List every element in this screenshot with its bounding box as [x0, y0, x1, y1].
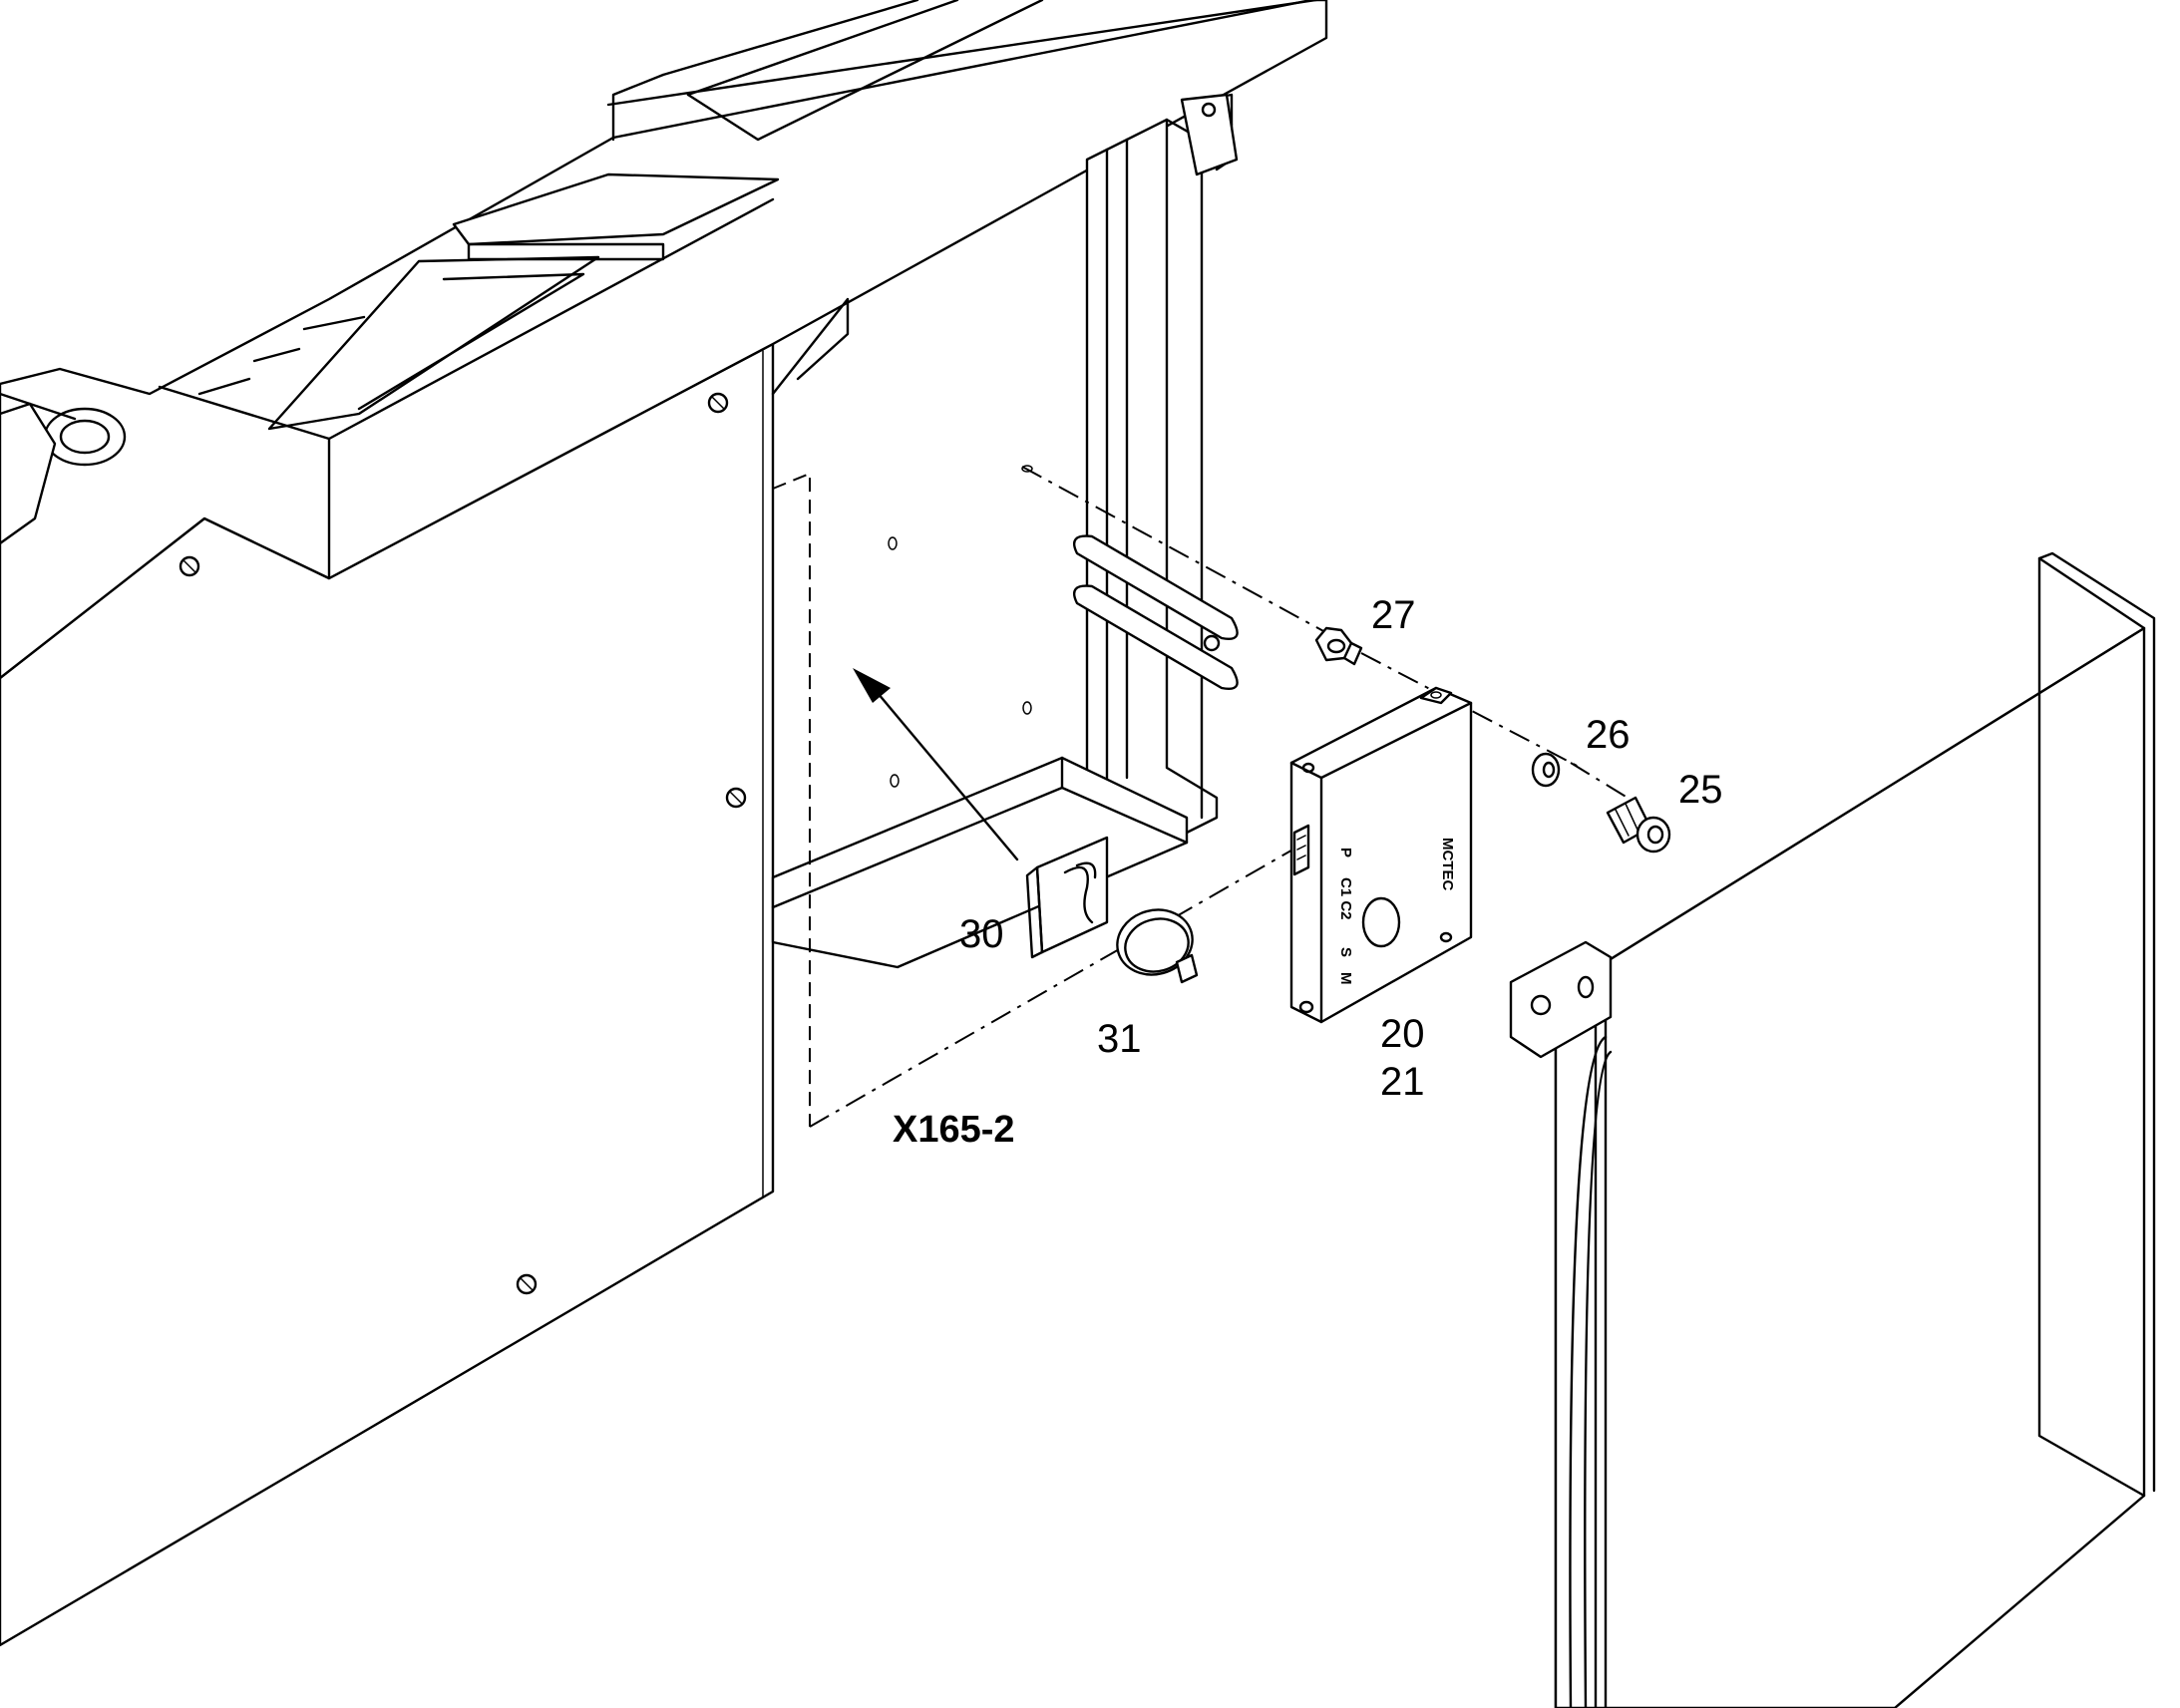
callout-20: 20 [1380, 1012, 1425, 1056]
screw-icon [516, 1273, 538, 1295]
mounting-holes [888, 536, 1032, 788]
screw-icon [725, 787, 747, 809]
direction-arrow-icon [853, 668, 1019, 861]
hidden-panel-outline [772, 472, 811, 1127]
callout-31: 31 [1097, 1017, 1142, 1061]
clip-part-30 [1025, 836, 1109, 959]
top-frame [0, 0, 1328, 680]
bolt-part-25 [1606, 796, 1671, 854]
module-brand-label: MCTEC [1439, 838, 1456, 890]
screw-icon [707, 392, 729, 414]
callout-27: 27 [1371, 593, 1416, 637]
module-label-c1c2: C1 C2 [1337, 877, 1354, 920]
callout-21: 21 [1380, 1060, 1425, 1104]
callout-30: 30 [959, 912, 1004, 956]
module-label-s: S [1337, 947, 1354, 957]
washer-part-26 [1531, 752, 1561, 788]
nut-part-27 [1314, 626, 1363, 666]
panel-screws [179, 392, 747, 1295]
connector-label: X165-2 [893, 1109, 1015, 1151]
assembly-lines [809, 465, 1641, 1128]
callout-25: 25 [1678, 768, 1723, 812]
vertical-frame [771, 93, 1239, 969]
callout-26: 26 [1586, 713, 1631, 757]
module-label-p: P [1337, 848, 1354, 857]
module-label-m: M [1337, 972, 1354, 985]
right-cover-panel [1509, 551, 2156, 1708]
control-module-part-20-21: P C1 C2 S M MCTEC [1289, 686, 1473, 1024]
cable-tie-part-31 [1116, 908, 1199, 984]
screw-icon [179, 555, 200, 577]
